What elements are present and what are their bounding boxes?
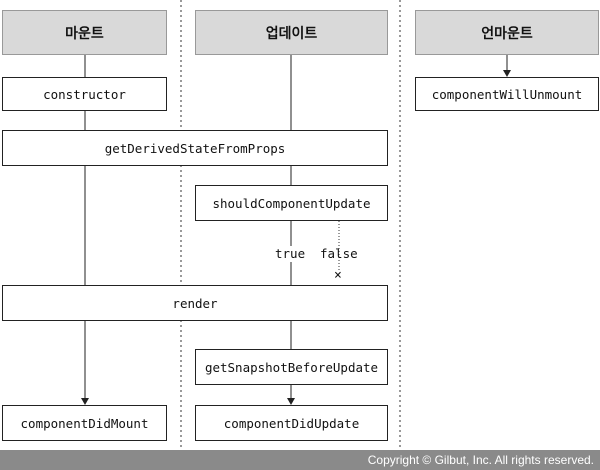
true-branch-label: true xyxy=(275,246,306,261)
should-component-update-box: shouldComponentUpdate xyxy=(195,185,388,221)
constructor-box: constructor xyxy=(2,77,167,111)
column-header-update: 업데이트 xyxy=(195,10,388,55)
copyright-text: Copyright © Gilbut, Inc. All rights rese… xyxy=(367,453,594,467)
component-did-mount-box: componentDidMount xyxy=(2,405,167,441)
arrowhead-didupdate xyxy=(287,398,295,405)
get-derived-state-from-props-box: getDerivedStateFromProps xyxy=(2,130,388,166)
render-box: render xyxy=(2,285,388,321)
false-branch-label: false xyxy=(320,246,358,261)
column-header-mount: 마운트 xyxy=(2,10,167,55)
component-will-unmount-box: componentWillUnmount xyxy=(415,77,599,111)
component-did-update-box: componentDidUpdate xyxy=(195,405,388,441)
stop-mark: × xyxy=(334,268,342,283)
column-header-unmount: 언마운트 xyxy=(415,10,599,55)
arrowhead-didmount xyxy=(81,398,89,405)
get-snapshot-before-update-box: getSnapshotBeforeUpdate xyxy=(195,349,388,385)
arrowhead-willunmount xyxy=(503,70,511,77)
copyright-footer: Copyright © Gilbut, Inc. All rights rese… xyxy=(0,450,600,470)
